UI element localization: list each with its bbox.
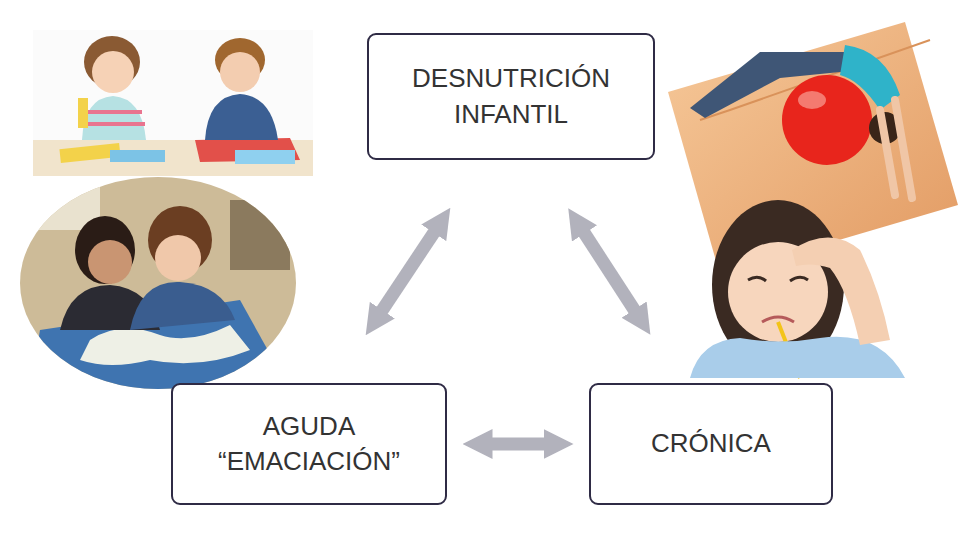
robe <box>690 337 905 378</box>
face <box>92 51 134 93</box>
face <box>220 52 260 92</box>
process-box: AGUDA “EMACIACIÓN” <box>171 383 447 505</box>
classroom <box>18 175 298 390</box>
process-box: CRÓNICA <box>589 383 833 505</box>
children-crafts-photo <box>33 30 313 176</box>
jacket <box>130 282 235 330</box>
double-arrow <box>381 232 434 312</box>
ball <box>782 75 872 165</box>
double-arrow <box>491 438 545 451</box>
children-map-photo <box>18 175 298 390</box>
box-label: DESNUTRICIÓN INFANTIL <box>383 61 639 131</box>
face <box>88 240 132 284</box>
box-label: CRÓNICA <box>651 426 771 461</box>
box-label: AGUDA “EMACIACIÓN” <box>187 409 431 479</box>
shirt <box>840 45 900 110</box>
photo-ground <box>33 30 313 176</box>
glue-stick <box>78 98 88 128</box>
ball-shine <box>798 91 826 109</box>
jeans <box>690 52 860 118</box>
shirt <box>205 94 278 140</box>
face <box>155 235 201 281</box>
sick-girl-photo <box>690 200 905 378</box>
paper <box>110 150 165 162</box>
stripes <box>84 112 145 124</box>
hand <box>792 238 890 346</box>
hair <box>75 216 135 284</box>
mouth <box>762 317 794 322</box>
process-box: DESNUTRICIÓN INFANTIL <box>367 33 655 160</box>
shelf <box>230 200 290 270</box>
eyes <box>748 277 808 281</box>
paper <box>235 150 295 164</box>
arms <box>880 100 912 198</box>
double-arrow <box>584 232 635 311</box>
shirt <box>82 96 146 140</box>
map-land <box>80 325 250 365</box>
